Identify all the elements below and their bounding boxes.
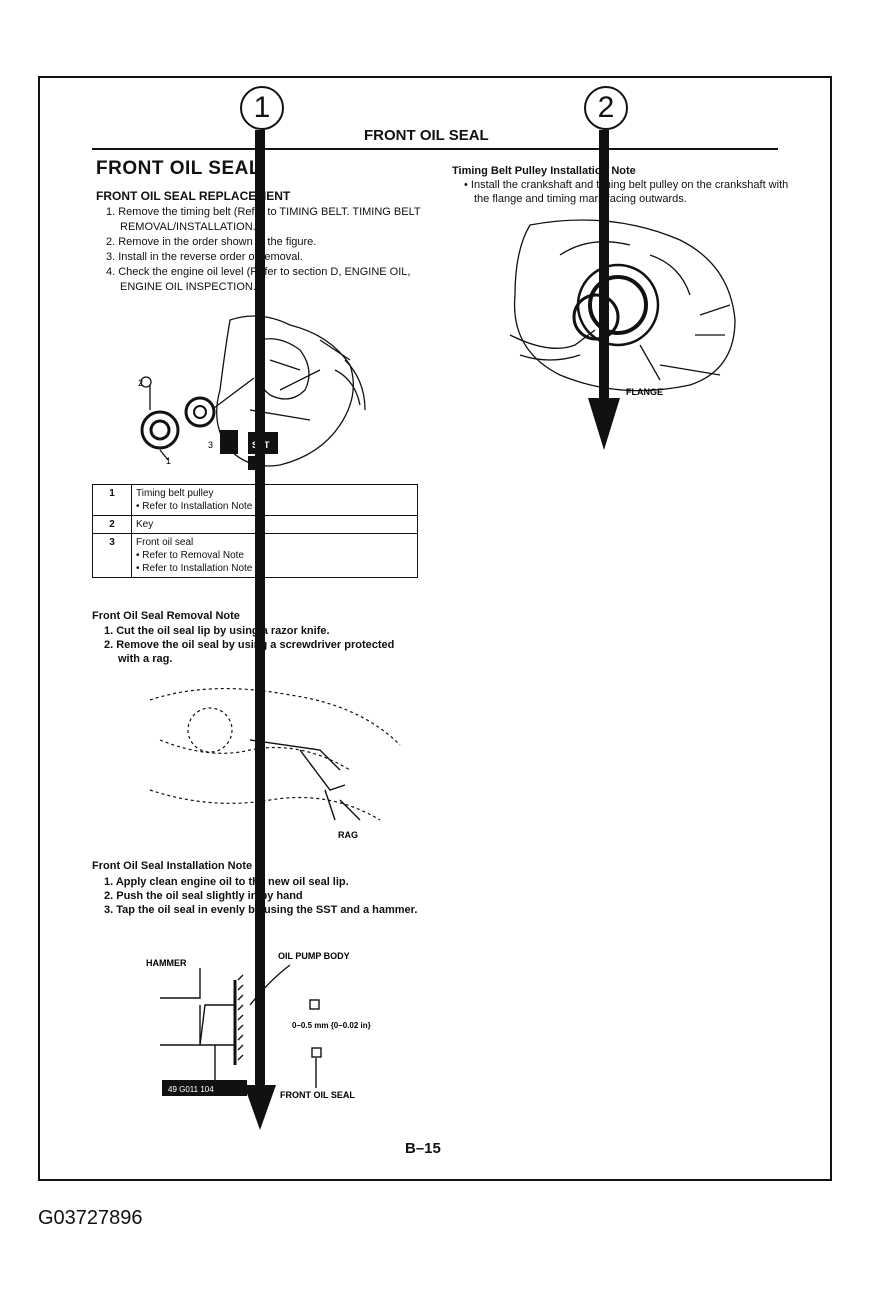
- removal-steps: 1. Cut the oil seal lip by using a razor…: [96, 624, 416, 666]
- removal-step-1: 1. Cut the oil seal lip by using a razor…: [104, 625, 330, 637]
- callout-1-arrowhead: [244, 1085, 276, 1130]
- section-subtitle: FRONT OIL SEAL REPLACEMENT: [96, 189, 291, 203]
- callout-2: 2: [584, 86, 628, 130]
- flange-label: FLANGE: [626, 387, 663, 397]
- part-number: 3: [92, 533, 132, 578]
- parts-table: 1 Timing belt pulley • Refer to Installa…: [92, 484, 418, 578]
- part-cell: Front oil seal • Refer to Removal Note •…: [131, 533, 418, 578]
- header-title: FRONT OIL SEAL: [364, 127, 489, 144]
- sst-label: 49 G011 104: [168, 1085, 214, 1094]
- part-name: Front oil seal: [136, 537, 194, 548]
- step-3: 3. Install in the reverse order of remov…: [106, 251, 303, 263]
- hammer-label: HAMMER: [146, 958, 187, 968]
- table-row: 1 Timing belt pulley • Refer to Installa…: [92, 484, 418, 516]
- callout-1: 1: [240, 86, 284, 130]
- fig1-mark-3: 3: [208, 440, 213, 450]
- part-note: • Refer to Removal Note: [136, 550, 244, 561]
- pulley-note-title: Timing Belt Pulley Installation Note: [452, 165, 636, 177]
- fig1-mark-2: 2: [138, 378, 143, 388]
- table-row: 3 Front oil seal • Refer to Removal Note…: [92, 533, 418, 578]
- part-note: • Refer to Installation Note: [136, 563, 253, 574]
- part-note: • Refer to Installation Note: [136, 501, 253, 512]
- installation-figure: HAMMER OIL PUMP BODY 0–0.5 mm {0–0.02 in…: [146, 951, 371, 1100]
- removal-note-title: Front Oil Seal Removal Note: [92, 610, 240, 622]
- callout-1-arrow-shaft: [255, 130, 265, 1090]
- removal-step-2: 2. Remove the oil seal by using a screwd…: [104, 639, 395, 665]
- part-name: Timing belt pulley: [136, 488, 214, 499]
- front-seal-label: FRONT OIL SEAL: [280, 1090, 355, 1100]
- rag-label: RAG: [338, 830, 358, 840]
- footer-code: G03727896: [38, 1207, 143, 1229]
- install-step-1: 1. Apply clean engine oil to the new oil…: [104, 876, 349, 888]
- part-cell: Timing belt pulley • Refer to Installati…: [131, 484, 418, 516]
- section-title: FRONT OIL SEAL: [96, 158, 261, 179]
- removal-figure: RAG: [149, 687, 401, 840]
- pump-body-label: OIL PUMP BODY: [278, 951, 350, 961]
- page-frame: [38, 76, 832, 1181]
- page-number: B–15: [405, 1140, 441, 1157]
- callout-2-arrowhead: [588, 398, 620, 450]
- part-number: 2: [92, 515, 132, 534]
- callout-2-arrow-shaft: [599, 130, 609, 400]
- fig1-mark-1: 1: [166, 456, 171, 466]
- clearance-label: 0–0.5 mm {0–0.02 in}: [292, 1021, 371, 1030]
- part-number: 1: [92, 484, 132, 516]
- installation-note-title: Front Oil Seal Installation Note: [92, 860, 253, 872]
- pulley-note-text: • Install the crankshaft and timing belt…: [464, 179, 789, 205]
- header-rule: [92, 148, 778, 150]
- part-name: Key: [131, 515, 418, 534]
- install-step-2: 2. Push the oil seal slightly in by hand: [104, 890, 303, 902]
- pulley-figure: FLANGE: [509, 219, 736, 397]
